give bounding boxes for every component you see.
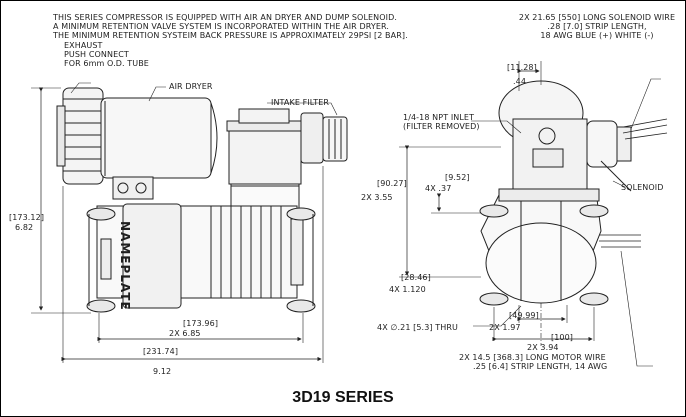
compressor-head — [226, 108, 348, 211]
dim-foot-height-in: 4X 1.120 — [389, 285, 426, 294]
solenoid-wire-label-3: 18 AWG BLUE (+) WHITE (-) — [540, 31, 654, 40]
solenoid-wire-label-2: .28 [7.0] STRIP LENGTH, — [547, 22, 647, 31]
exhaust-label-3: FOR 6mm O.D. TUBE — [64, 59, 149, 68]
solenoid-wire-label-1: 2X 21.65 [550] LONG SOLENOID WIRE — [518, 13, 676, 22]
dim-inlet-height-mm: [90.27] — [377, 179, 407, 188]
note-line-2: A MINIMUM RETENTION VALVE SYSTEM IS INCO… — [53, 22, 390, 31]
motor-wire-label-2: .25 [6.4] STRIP LENGTH, 14 AWG — [473, 362, 608, 371]
motor-wires — [599, 234, 641, 248]
end-view — [399, 61, 668, 367]
pump-body — [480, 188, 602, 304]
dim-thru-hole: 4X ∅.21 [5.3] THRU — [377, 323, 458, 332]
dim-mount-offset-mm: [9.52] — [445, 173, 470, 182]
exhaust-label: EXHAUST — [64, 41, 103, 50]
bracket — [112, 176, 154, 200]
drawing-title: 3D19 SERIES — [292, 389, 394, 406]
dim-hole-spacing-mm: [49.99] — [509, 311, 539, 320]
dim-overall-length-in: 9.12 — [153, 367, 172, 376]
motor-body — [96, 203, 304, 309]
dim-base-depth-in: 2X 6.85 — [169, 329, 201, 338]
npt-inlet-label-2: (FILTER REMOVED) — [403, 122, 480, 131]
dim-inlet-height-in: 2X 3.55 — [361, 193, 393, 202]
solenoid-label: SOLENOID — [621, 183, 664, 192]
dim-foot-spacing-in: 2X 3.94 — [527, 343, 559, 352]
npt-inlet-label: 1/4-18 NPT INLET — [403, 113, 475, 122]
dim-overall-height-mm: [173.12] — [9, 213, 45, 222]
dim-foot-spacing-mm: [100] — [551, 333, 574, 342]
solenoid-wires — [622, 118, 668, 140]
dim-top-offset-in: .44 — [513, 77, 527, 86]
dim-top-offset-mm: [11.28] — [507, 63, 537, 72]
side-view — [31, 82, 348, 363]
air-dryer-canister — [100, 97, 218, 179]
intake-filter-label: INTAKE FILTER — [271, 98, 330, 107]
exhaust-label-2: PUSH CONNECT — [64, 50, 129, 59]
solenoid-head — [498, 80, 632, 192]
motor-wire-label-1: 2X 14.5 [368.3] LONG MOTOR WIRE — [459, 353, 606, 362]
note-line-1: THIS SERIES COMPRESSOR IS EQUIPPED WITH … — [53, 13, 398, 22]
dim-overall-height-in: 6.82 — [15, 223, 34, 232]
exhaust-cap — [56, 87, 104, 185]
dim-base-depth-mm: [173.96] — [183, 319, 219, 328]
mounting-feet — [86, 207, 316, 313]
dim-overall-length-mm: [231.74] — [143, 347, 179, 356]
nameplate-label: NAMEPLATE — [118, 221, 132, 311]
dim-hole-spacing-in: 2X 1.97 — [489, 323, 521, 332]
dim-mount-offset-in: 4X .37 — [425, 184, 452, 193]
dim-foot-height-mm: [28.46] — [401, 273, 431, 282]
air-dryer-label: AIR DRYER — [169, 82, 213, 91]
end-view-feet — [479, 204, 609, 306]
note-line-3: THE MINIMUM RETENTION SYSTEIM BACK PRESS… — [53, 31, 408, 40]
